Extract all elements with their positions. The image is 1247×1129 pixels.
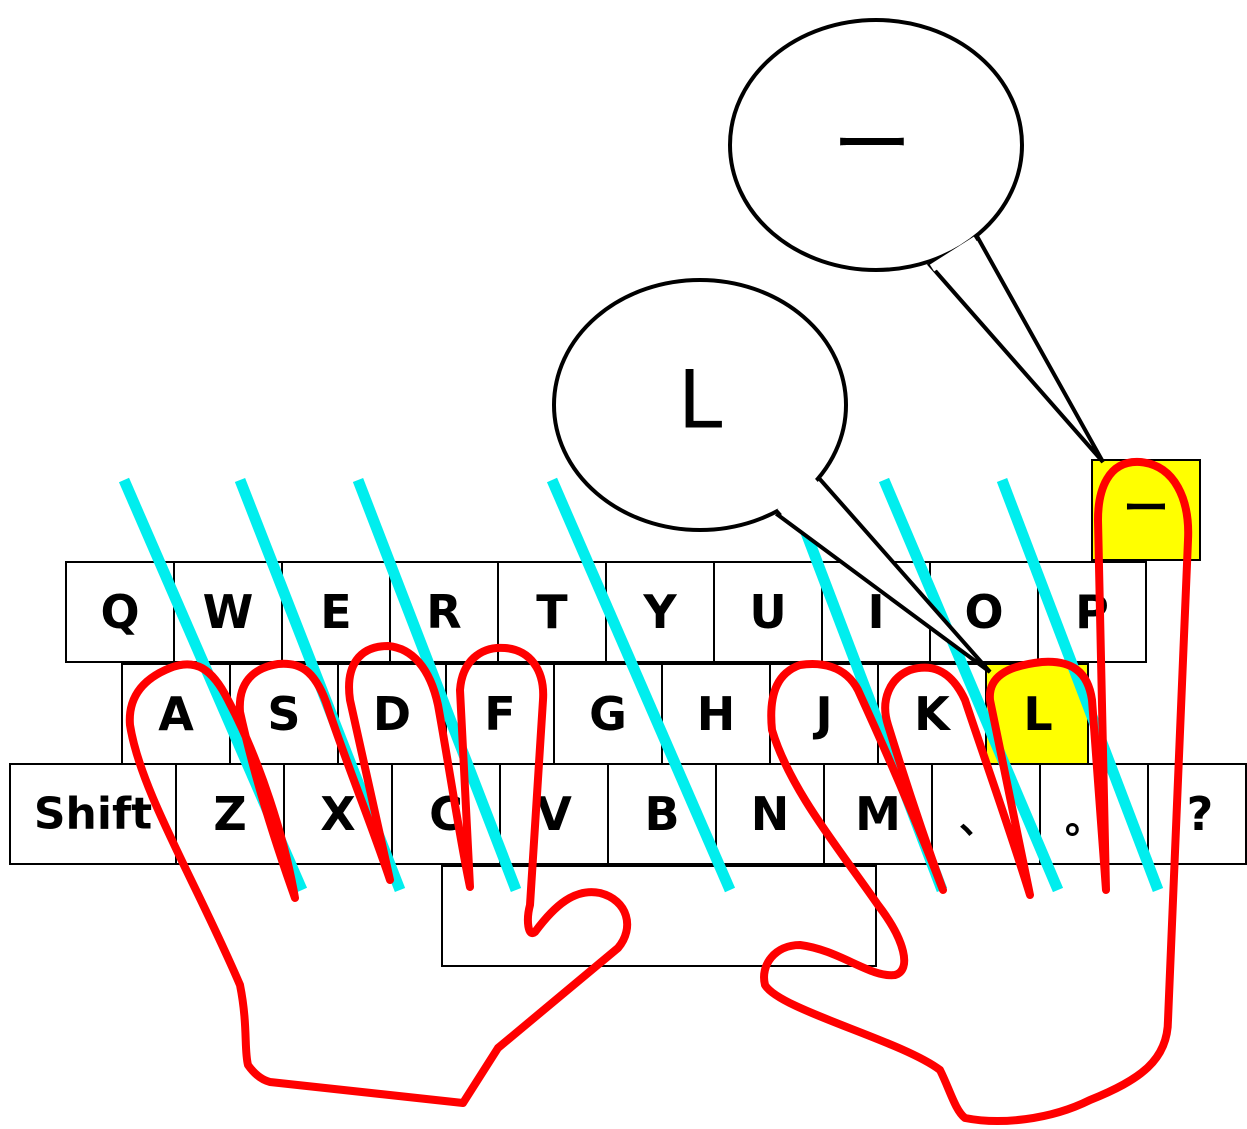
- key-z-label: Z: [213, 787, 246, 841]
- guide-line-6: [878, 477, 1064, 893]
- key-question-label: ?: [1187, 787, 1214, 841]
- key-s-label: S: [267, 687, 300, 741]
- key-f-label: F: [484, 687, 515, 741]
- bubble-tail-join-2: [777, 477, 819, 515]
- key-q: [65, 561, 175, 663]
- key-t: [497, 561, 607, 663]
- speech-bubble-l-body: [552, 278, 848, 532]
- left-hand-outline: [125, 642, 632, 1107]
- key-l-label: L: [1023, 687, 1052, 741]
- key-x-label: X: [320, 787, 355, 841]
- key-y-label: Y: [642, 585, 677, 639]
- speech-bubble-l-text: L: [678, 354, 723, 447]
- guide-line-4: [546, 477, 736, 893]
- key-long-vowel-label: ー: [1123, 481, 1169, 535]
- key-comma-label: 、: [959, 798, 997, 842]
- key-r-label: R: [426, 585, 461, 639]
- speech-bubble-long-vowel-text: ー: [832, 99, 912, 192]
- speech-bubble-long-vowel-tail: [926, 235, 1105, 464]
- keyboard-row-3: Shift Z X C V B N M 、 。 ?: [9, 763, 1247, 865]
- key-v: [499, 763, 609, 865]
- key-d-label: D: [373, 687, 411, 741]
- key-v-label: V: [536, 787, 572, 841]
- key-w-label: W: [203, 585, 254, 639]
- key-m-label: M: [855, 787, 901, 841]
- speech-bubble-long-vowel: ー: [728, 18, 1105, 464]
- key-e-label: E: [320, 585, 351, 639]
- key-i-label: I: [867, 585, 884, 639]
- key-shift-label: Shift: [34, 789, 152, 840]
- key-j-label: J: [812, 687, 832, 741]
- key-n: [715, 763, 825, 865]
- key-u-label: U: [749, 585, 786, 639]
- key-question: [1147, 763, 1247, 865]
- key-q-label: Q: [100, 585, 139, 639]
- key-g-label: G: [589, 687, 627, 741]
- key-o-label: O: [964, 585, 1003, 639]
- speech-bubble-long-vowel-body: [728, 18, 1024, 272]
- key-u: [713, 561, 823, 663]
- key-t-label: T: [536, 585, 568, 639]
- guide-line-3: [352, 478, 522, 892]
- key-b-label: B: [644, 787, 679, 841]
- right-hand-outline: [760, 457, 1193, 1125]
- key-h-label: H: [697, 687, 736, 741]
- keyboard-row-2: A S D F G H J K L: [121, 663, 1089, 765]
- key-a-label: A: [158, 687, 194, 741]
- key-k-label: K: [914, 687, 952, 741]
- speech-bubble-l: L: [552, 278, 992, 674]
- bubble-tail-join-1: [929, 236, 979, 272]
- key-o: [929, 561, 1039, 663]
- key-n-label: N: [751, 787, 790, 841]
- guide-line-7: [996, 478, 1164, 892]
